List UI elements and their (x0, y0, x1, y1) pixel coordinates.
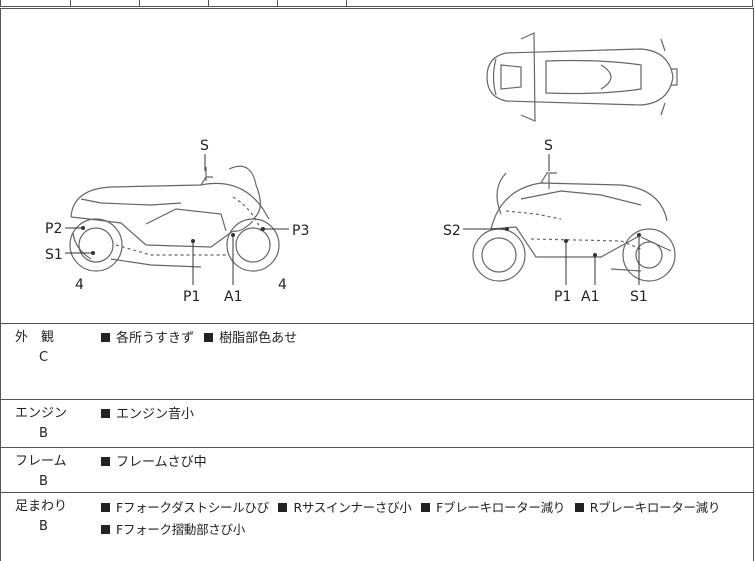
square-bullet-icon (574, 503, 584, 512)
item-text: Fフォークダストシールひび (116, 500, 269, 515)
section-label: 足まわり B (15, 497, 75, 537)
square-bullet-icon (421, 503, 431, 512)
section-frame: フレーム B フレームさび中 (1, 448, 753, 493)
square-bullet-icon (101, 457, 110, 466)
section-items: エンジン音小 (101, 404, 200, 426)
header-cell-divider (70, 0, 71, 7)
leader-lines (65, 154, 640, 285)
scooter-diagram-svg: S P2 S1 P3 4 4 P1 A1 S S2 P1 A1 S1 (45, 32, 678, 305)
top-view-scooter (486, 32, 678, 122)
item-line: エンジン音小 (101, 404, 200, 426)
square-bullet-icon (101, 409, 110, 418)
label-s-left: S (200, 138, 209, 154)
square-bullet-icon (101, 525, 110, 534)
square-bullet-icon (101, 333, 110, 342)
inspection-rows: 外 観 C 各所うすきず 樹脂部色あせ エンジン B エンジン音小 (0, 324, 754, 561)
section-label: 外 観 C (15, 328, 75, 368)
label-p1-right: P1 (554, 289, 571, 305)
section-items: 各所うすきず 樹脂部色あせ (101, 328, 303, 350)
left-side-scooter (69, 165, 280, 272)
item-text: Rサスインナーさび小 (293, 500, 412, 515)
right-side-scooter (472, 172, 676, 282)
label-front-num: 4 (75, 277, 84, 293)
damage-points (81, 226, 641, 257)
header-cell-divider (208, 0, 209, 7)
section-exterior: 外 観 C 各所うすきず 樹脂部色あせ (1, 324, 753, 400)
item-text: Fブレーキローター減り (436, 500, 565, 515)
label-p3: P3 (292, 223, 309, 239)
section-grade: C (39, 350, 49, 365)
section-category: エンジン (15, 406, 68, 421)
label-a1-left: A1 (224, 289, 242, 305)
item-text: Rブレーキローター減り (589, 500, 721, 515)
item-text: Fフォーク摺動部さび小 (116, 522, 245, 537)
item-line: Fフォーク摺動部さび小 (101, 519, 726, 541)
item-text: 樹脂部色あせ (219, 331, 298, 346)
section-label: エンジン B (15, 404, 75, 444)
header-cell-divider (139, 0, 140, 7)
item-text: フレームさび中 (116, 455, 207, 470)
section-category: フレーム (15, 454, 67, 469)
section-grade: B (39, 519, 48, 534)
left-labels: S P2 S1 P3 4 4 P1 A1 (45, 138, 309, 305)
label-a1-right: A1 (581, 289, 599, 305)
right-labels: S S2 P1 A1 S1 (443, 138, 648, 305)
section-suspension: 足まわり B Fフォークダストシールひび Rサスインナーさび小 Fブレーキロータ… (1, 493, 753, 561)
label-s1-right: S1 (630, 289, 648, 305)
label-s2: S2 (443, 223, 461, 239)
item-text: 各所うすきず (116, 331, 195, 346)
label-s-right: S (544, 138, 553, 154)
section-category: 外 観 (15, 330, 55, 345)
item-line: Fフォークダストシールひび Rサスインナーさび小 Fブレーキローター減り Rブレ… (101, 497, 726, 519)
label-p2: P2 (45, 221, 62, 237)
damage-diagram: S P2 S1 P3 4 4 P1 A1 S S2 P1 A1 S1 (0, 8, 754, 324)
square-bullet-icon (204, 333, 214, 342)
item-line: 各所うすきず 樹脂部色あせ (101, 328, 303, 350)
square-bullet-icon (101, 503, 110, 512)
header-cell-divider (277, 0, 278, 7)
label-p1-left: P1 (183, 289, 200, 305)
item-text: エンジン音小 (116, 407, 195, 422)
header-strip (0, 0, 753, 7)
section-items: Fフォークダストシールひび Rサスインナーさび小 Fブレーキローター減り Rブレ… (101, 497, 726, 541)
section-grade: B (39, 474, 48, 489)
square-bullet-icon (278, 503, 288, 512)
header-cell-divider (346, 0, 347, 7)
label-s1-left: S1 (45, 247, 63, 263)
section-label: フレーム B (15, 452, 75, 492)
section-grade: B (39, 426, 48, 441)
item-line: フレームさび中 (101, 452, 213, 474)
section-category: 足まわり (15, 499, 68, 514)
section-items: フレームさび中 (101, 452, 213, 474)
section-engine: エンジン B エンジン音小 (1, 400, 753, 448)
label-rear-num: 4 (278, 277, 287, 293)
